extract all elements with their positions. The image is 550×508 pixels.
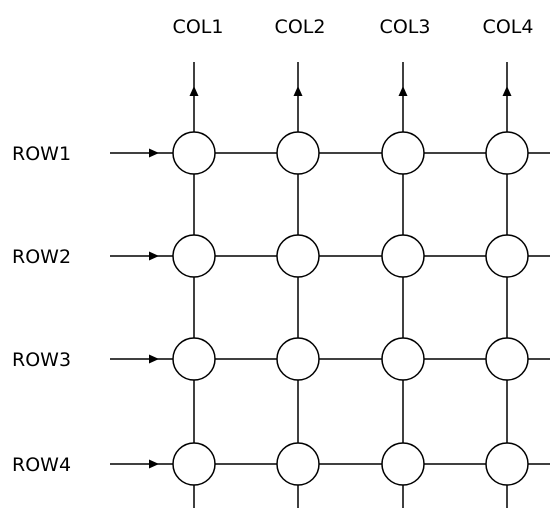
column-arrow-3 (398, 86, 408, 96)
node-r4-c3 (381, 442, 425, 486)
node-r2-c4 (485, 234, 529, 278)
node-r3-c3 (381, 337, 425, 381)
node-r3-c4 (485, 337, 529, 381)
row-label-3: ROW3 (12, 349, 71, 371)
node-r1-c4 (485, 131, 529, 175)
node-r2-c1 (172, 234, 216, 278)
node-r2-c3 (381, 234, 425, 278)
row-label-4: ROW4 (12, 454, 71, 476)
column-arrow-1 (189, 86, 199, 96)
column-arrow-4 (502, 86, 512, 96)
node-r1-c1 (172, 131, 216, 175)
row-arrow-4 (149, 459, 159, 469)
node-r3-c1 (172, 337, 216, 381)
column-label-3: COL3 (380, 16, 431, 38)
node-r4-c4 (485, 442, 529, 486)
row-arrow-3 (149, 354, 159, 364)
column-label-2: COL2 (275, 16, 326, 38)
node-r1-c3 (381, 131, 425, 175)
node-r4-c1 (172, 442, 216, 486)
node-r1-c2 (276, 131, 320, 175)
column-label-4: COL4 (483, 16, 534, 38)
row-arrow-2 (149, 251, 159, 261)
node-r2-c2 (276, 234, 320, 278)
column-label-1: COL1 (173, 16, 224, 38)
row-arrow-1 (149, 148, 159, 158)
column-arrow-2 (293, 86, 303, 96)
node-r3-c2 (276, 337, 320, 381)
row-label-2: ROW2 (12, 246, 71, 268)
node-r4-c2 (276, 442, 320, 486)
row-label-1: ROW1 (12, 143, 71, 165)
